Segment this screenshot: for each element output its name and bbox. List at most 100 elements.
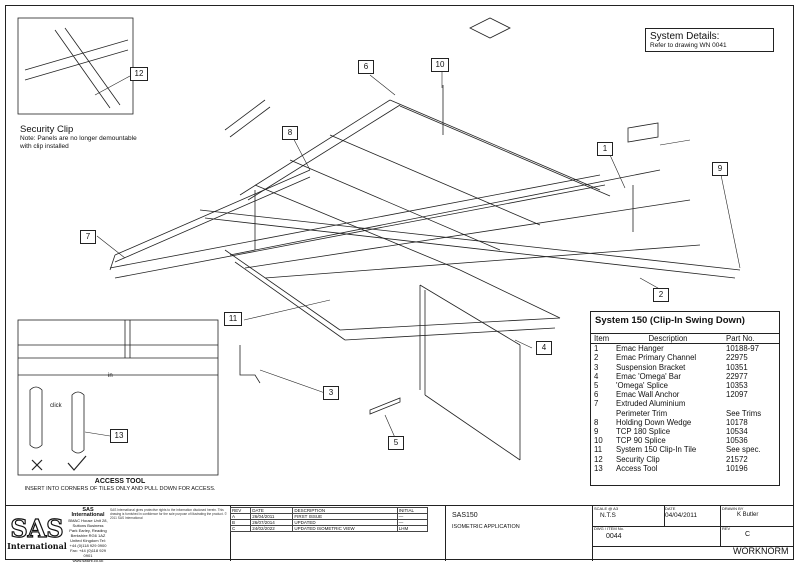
- callout-9: 9: [712, 162, 728, 176]
- part-number: 10178: [726, 417, 748, 427]
- dwg-value: 0044: [606, 533, 622, 540]
- part-item: 8: [594, 417, 599, 427]
- security-clip-note: Note: Panels are no longer demountable w…: [20, 135, 137, 150]
- part-item: 3: [594, 362, 599, 372]
- security-clip-title: Security Clip: [20, 124, 74, 135]
- part-number: [723, 399, 779, 408]
- scale-value: N.T.S: [600, 512, 616, 519]
- callout-2: 2: [653, 288, 669, 302]
- part-description: TCP 90 Splice: [616, 436, 666, 446]
- worknorm-label: WORKNORM: [733, 546, 789, 556]
- part-description: System 150 Clip-In Tile: [616, 445, 697, 455]
- part-item: 7: [594, 399, 599, 409]
- parts-row: 7 Extruded Aluminium: [591, 399, 779, 408]
- part-number: 22977: [726, 371, 748, 381]
- callout-13: 13: [110, 429, 128, 443]
- part-description: Emac Primary Channel: [616, 353, 697, 363]
- parts-row: 3 Suspension Bracket 10351: [591, 363, 779, 372]
- company-address: BMAC House Unit 28, Suttons Business Par…: [68, 518, 108, 563]
- in-label: in: [108, 373, 113, 379]
- part-item: 10: [594, 436, 603, 446]
- part-number: 10536: [726, 436, 748, 446]
- part-number: 10188-97: [726, 344, 759, 354]
- part-description: 'Omega' Splice: [616, 381, 668, 391]
- callout-10: 10: [431, 58, 449, 72]
- part-description: Emac Wall Anchor: [616, 390, 680, 400]
- scale-label: SCALE @ A3: [594, 506, 619, 511]
- part-description: Perimeter Trim: [616, 408, 668, 418]
- parts-row: 10 TCP 90 Splice 10536: [591, 436, 779, 445]
- part-description: Holding Down Wedge: [616, 417, 692, 427]
- callout-5: 5: [388, 436, 404, 450]
- header-description: Description: [613, 334, 723, 345]
- title-block: [5, 505, 794, 561]
- parts-row: 5 'Omega' Splice 10353: [591, 381, 779, 390]
- parts-row: 6 Emac Wall Anchor 12097: [591, 390, 779, 399]
- parts-row: Perimeter Trim See Trims: [591, 409, 779, 418]
- drawing-title: SAS150: [452, 512, 478, 519]
- callout-3: 3: [323, 386, 339, 400]
- security-clip-caption: Security Clip Note: Panels are no longer…: [20, 124, 140, 151]
- date-label: DATE: [665, 506, 676, 511]
- part-number: 10351: [726, 362, 748, 372]
- revision-cell: C: [229, 525, 252, 532]
- rev-value: C: [745, 531, 751, 538]
- part-item: 12: [594, 454, 603, 464]
- part-description: Extruded Aluminium: [616, 399, 686, 409]
- callout-12: 12: [130, 67, 148, 81]
- revision-cell: LHM: [396, 525, 429, 532]
- company-name: SAS International: [71, 507, 105, 518]
- parts-row: 13 Access Tool 10196: [591, 464, 779, 473]
- part-number: 10353: [726, 381, 748, 391]
- company-block: SAS International BMAC House Unit 28, Su…: [68, 507, 108, 563]
- legal-note: SAS International gives protective right…: [110, 508, 227, 521]
- parts-list-title: System 150 (Clip-In Swing Down): [591, 312, 779, 334]
- part-description: Access Tool: [616, 463, 658, 473]
- part-number: 10196: [726, 463, 748, 473]
- part-description: Security Clip: [616, 454, 660, 464]
- part-item: 5: [594, 381, 599, 391]
- parts-list: System 150 (Clip-In Swing Down) Item Des…: [590, 311, 780, 486]
- logo-text: SAS: [10, 514, 63, 543]
- part-description: Emac 'Omega' Bar: [616, 371, 681, 381]
- drawn-label: DRAWN BY: [722, 506, 744, 511]
- dwg-label: DWG / ITEM No.: [594, 526, 624, 531]
- part-item: 9: [594, 427, 599, 437]
- part-item: 2: [594, 353, 599, 363]
- system-details-box: System Details: Refer to drawing WN 0041: [645, 28, 774, 52]
- access-tool-note: INSERT INTO CORNERS OF TILES ONLY AND PU…: [24, 486, 216, 492]
- drawing-frame: [5, 5, 794, 560]
- part-description: Suspension Bracket: [616, 362, 686, 372]
- callout-7: 7: [80, 230, 96, 244]
- revision-cell: 24/02/2022: [250, 525, 294, 532]
- click-label: click: [50, 403, 62, 409]
- header-part: Part No.: [723, 334, 779, 345]
- part-item: 4: [594, 371, 599, 381]
- parts-row: 12 Security Clip 21572: [591, 455, 779, 464]
- callout-4: 4: [536, 341, 552, 355]
- part-number: See Trims: [726, 408, 762, 418]
- parts-header-row: Item Description Part No.: [591, 334, 779, 345]
- part-item: 1: [594, 344, 599, 354]
- logo-sub: International: [7, 541, 67, 551]
- system-details-ref: Refer to drawing WN 0041: [650, 42, 727, 49]
- part-number: See spec.: [726, 445, 761, 455]
- date-value: 04/04/2011: [665, 512, 698, 519]
- header-item: Item: [591, 334, 613, 345]
- part-number: 12097: [726, 390, 748, 400]
- part-item: 13: [594, 463, 603, 473]
- access-tool-caption: ACCESS TOOL INSERT INTO CORNERS OF TILES…: [20, 478, 220, 493]
- part-number: 10534: [726, 427, 748, 437]
- callout-8: 8: [282, 126, 298, 140]
- part-number: 21572: [726, 454, 748, 464]
- part-item: 6: [594, 390, 599, 400]
